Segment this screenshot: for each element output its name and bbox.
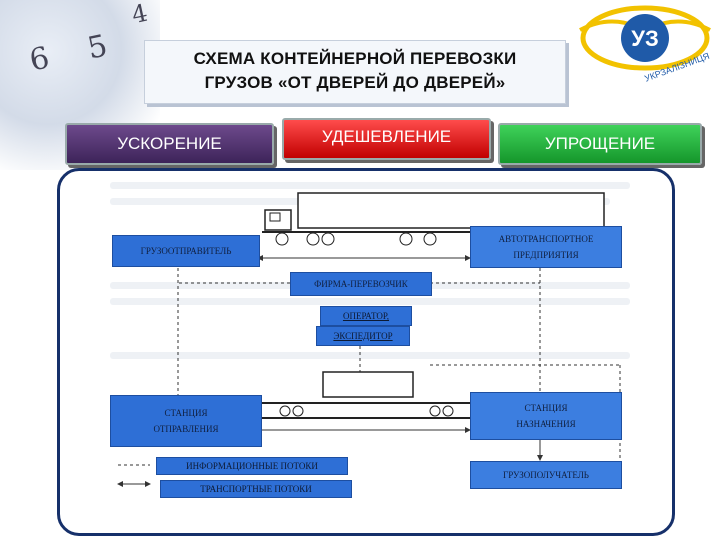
node-departure-line1: СТАНЦИЯ <box>164 407 208 418</box>
title-line-2: ГРУЗОВ «ОТ ДВЕРЕЙ ДО ДВЕРЕЙ» <box>204 73 506 92</box>
slide-title: СХЕМА КОНТЕЙНЕРНОЙ ПЕРЕВОЗКИ ГРУЗОВ «ОТ … <box>144 40 566 104</box>
legend-info-flows: ИНФОРМАЦИОННЫЕ ПОТОКИ <box>156 457 348 475</box>
node-departure-line2: ОТПРАВЛЕНИЯ <box>153 424 219 434</box>
node-shipper-label: ГРУЗООТПРАВИТЕЛЬ <box>140 245 232 256</box>
node-departure-station: СТАНЦИЯ ОТПРАВЛЕНИЯ <box>110 395 262 447</box>
node-forwarder-label: ЭКСПЕДИТОР <box>333 330 393 341</box>
faint-text-line <box>110 298 630 305</box>
railcar-icon <box>262 371 470 419</box>
node-destination-line1: СТАНЦИЯ <box>524 402 568 413</box>
faint-text-line <box>110 352 630 359</box>
node-destination-station: СТАНЦИЯ НАЗНАЧЕНИЯ <box>470 392 622 440</box>
node-consignee-label: ГРУЗОПОЛУЧАТЕЛЬ <box>503 469 589 480</box>
node-truck-company: АВТОТРАНСПОРТНОЕ ПРЕДПРИЯТИЯ <box>470 226 622 268</box>
faint-text-line <box>110 182 630 189</box>
node-forwarder: ЭКСПЕДИТОР <box>316 326 410 346</box>
tab-cheapening[interactable]: УДЕШЕВЛЕНИЕ <box>282 118 491 160</box>
tab-simplification[interactable]: УПРОЩЕНИЕ <box>498 123 702 165</box>
node-consignee: ГРУЗОПОЛУЧАТЕЛЬ <box>470 461 622 489</box>
node-operator-label: ОПЕРАТОР, <box>342 310 390 321</box>
logo-letters: УЗ <box>631 26 658 51</box>
node-operator: ОПЕРАТОР, <box>320 306 412 326</box>
title-line-1: СХЕМА КОНТЕЙНЕРНОЙ ПЕРЕВОЗКИ <box>193 49 517 68</box>
tab-acceleration[interactable]: УСКОРЕНИЕ <box>65 123 274 165</box>
node-carrier: ФИРМА-ПЕРЕВОЗЧИК <box>290 272 432 296</box>
legend-transport-flows: ТРАНСПОРТНЫЕ ПОТОКИ <box>160 480 352 498</box>
node-destination-line2: НАЗНАЧЕНИЯ <box>516 419 576 429</box>
node-truck-company-line2: ПРЕДПРИЯТИЯ <box>513 250 579 260</box>
node-truck-company-line1: АВТОТРАНСПОРТНОЕ <box>498 233 594 244</box>
node-carrier-label: ФИРМА-ПЕРЕВОЗЧИК <box>314 278 408 289</box>
truck-icon <box>262 192 605 246</box>
ukrzaliznytsia-logo: УЗ УКРЗАЛІЗНИЦЯ <box>579 5 711 84</box>
node-shipper: ГРУЗООТПРАВИТЕЛЬ <box>112 235 260 267</box>
